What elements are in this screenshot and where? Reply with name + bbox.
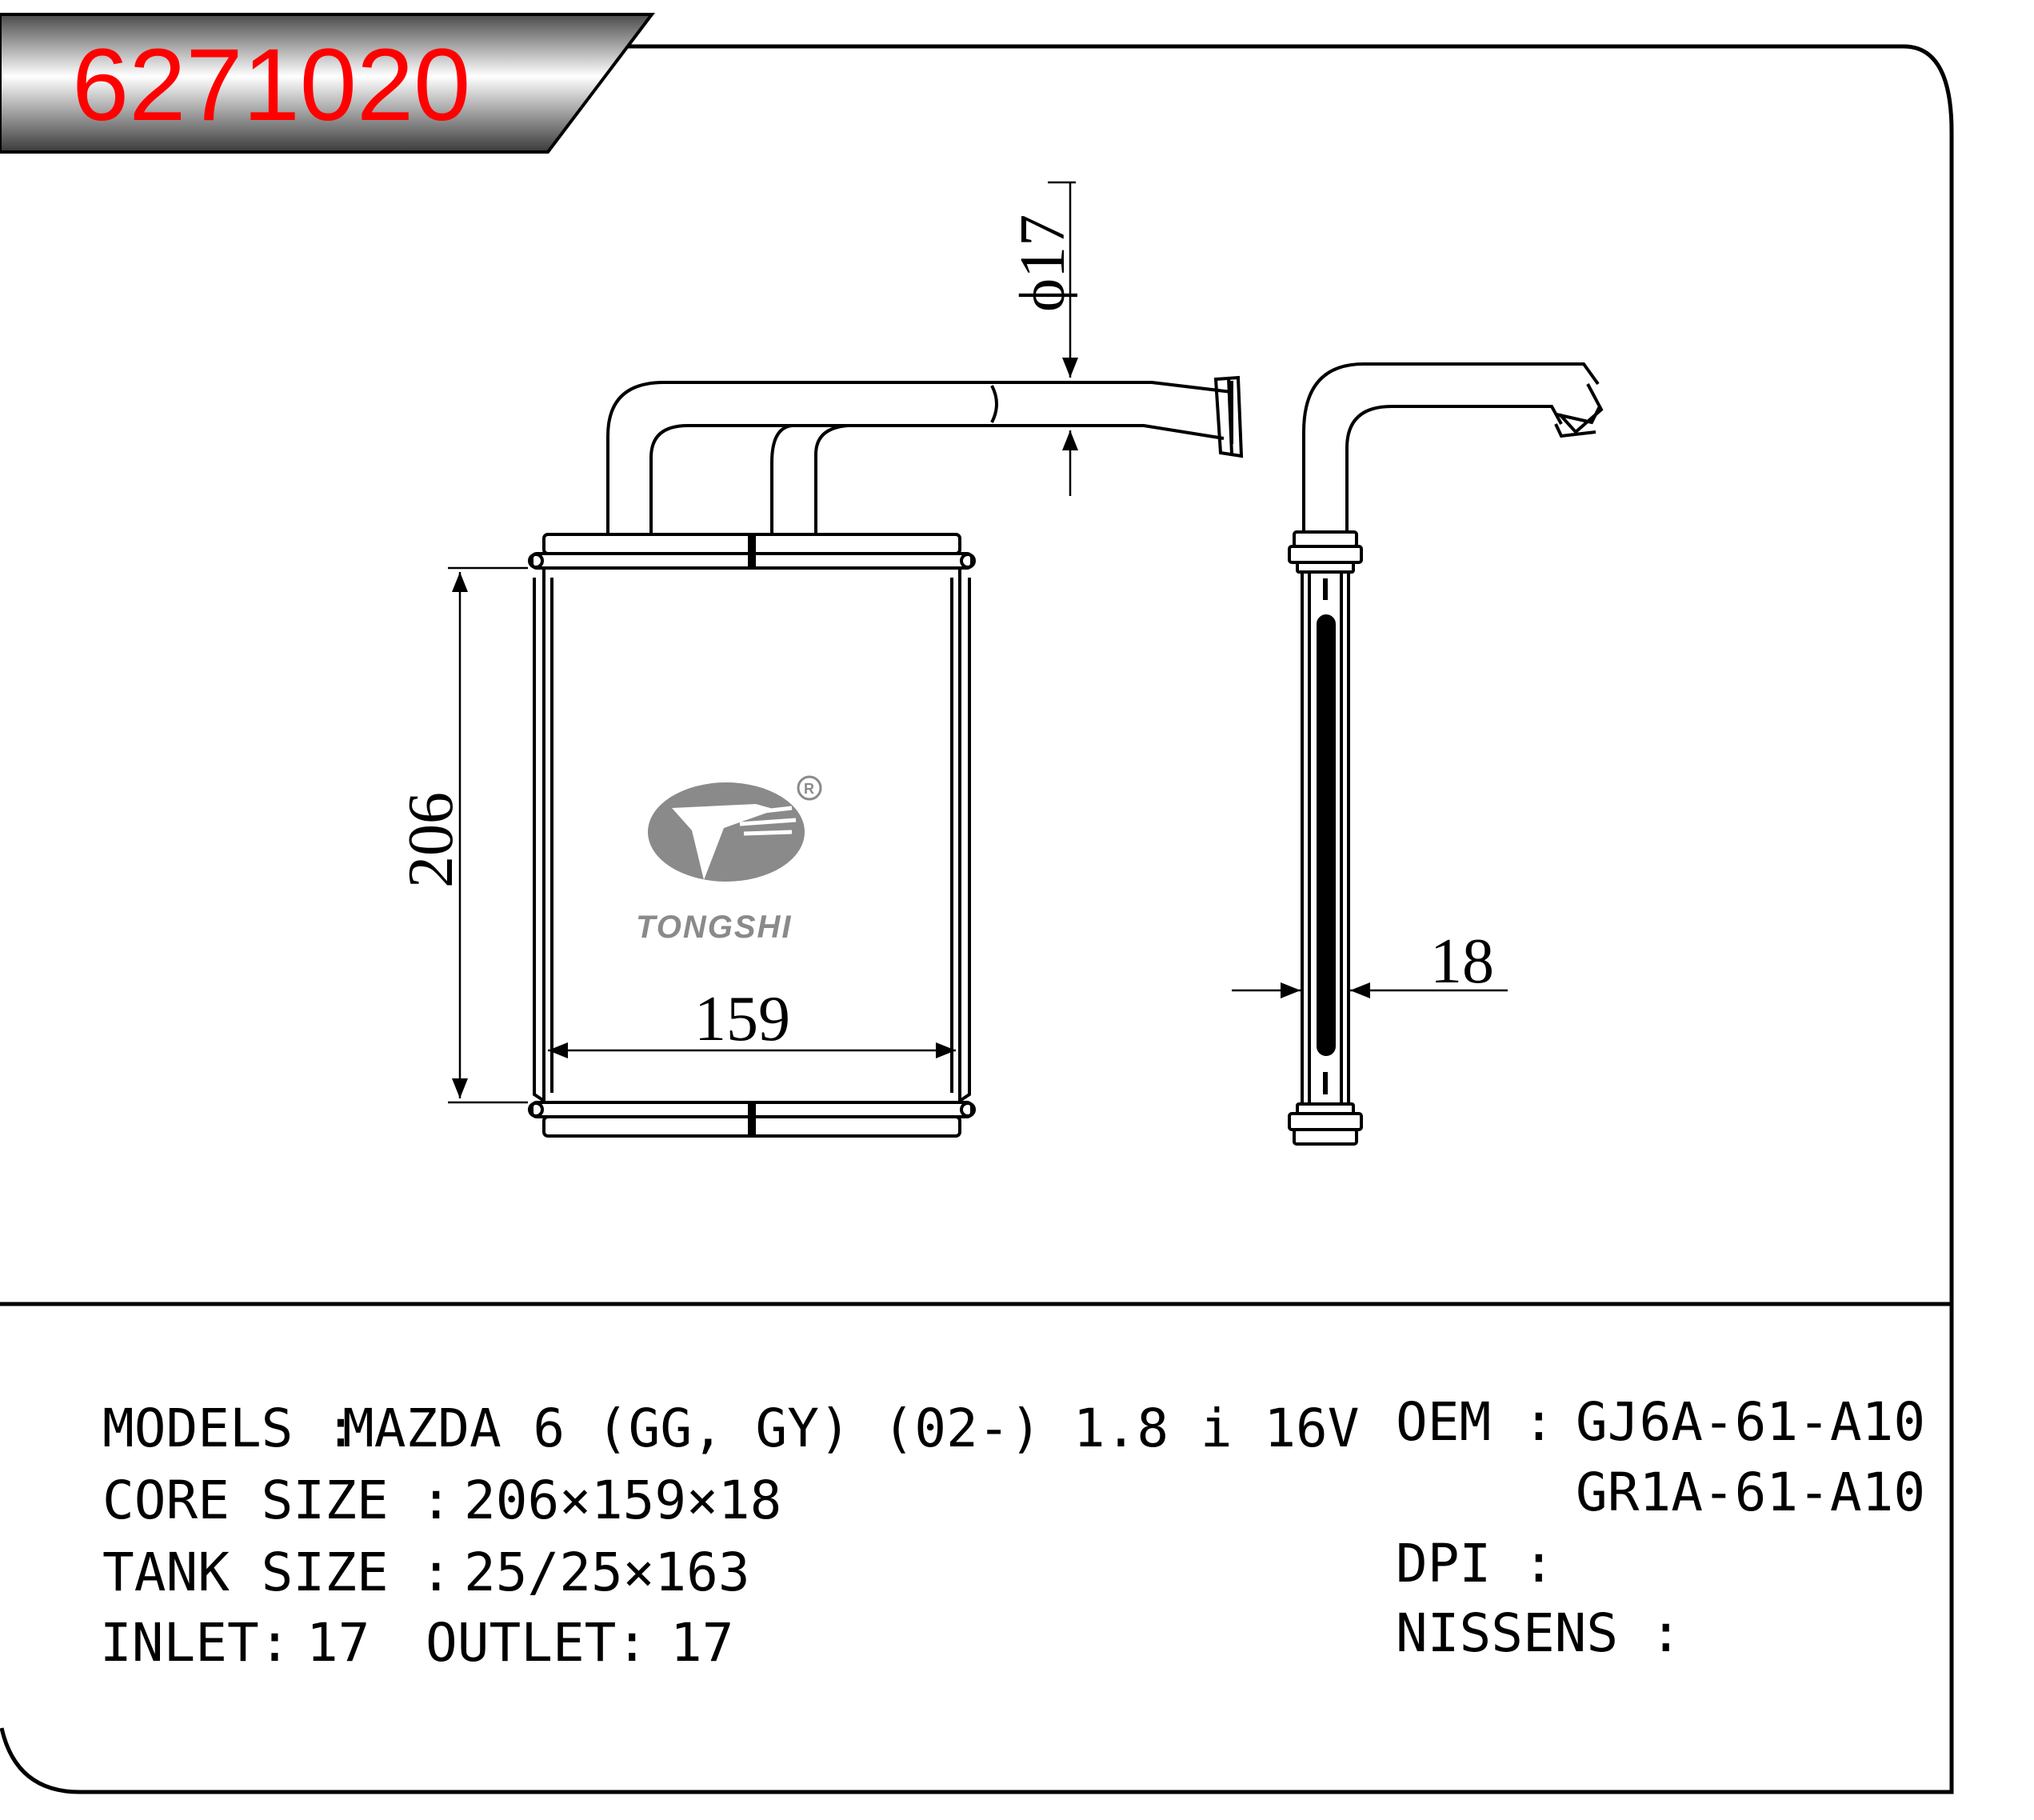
specifications: MODELS : MAZDA 6 (GG, GY) (02-) 1.8 i 16… — [100, 1391, 1925, 1674]
core-size-value: 206×159×18 — [464, 1470, 781, 1531]
drawing-frame — [0, 44, 1954, 1794]
oem-value-1: GJ6A-61-A10 — [1576, 1391, 1925, 1453]
diameter-label: ϕ17 — [1008, 214, 1078, 312]
thickness-label: 18 — [1430, 926, 1494, 997]
logo-brand-text: TONGSHI — [636, 910, 793, 945]
heater-core-side-view — [1288, 362, 1604, 1146]
tongshi-logo: R TONGSHI — [636, 775, 822, 945]
oem-label: OEM : — [1396, 1391, 1555, 1453]
outlet-label: OUTLET: — [426, 1612, 648, 1674]
width-label: 159 — [694, 984, 790, 1054]
part-number-banner: 6271020 — [0, 13, 656, 154]
core-size-label: CORE SIZE : — [102, 1470, 452, 1531]
tank-size-value: 25/25×163 — [464, 1542, 750, 1603]
models-value: MAZDA 6 (GG, GY) (02-) 1.8 i 16V — [342, 1398, 1360, 1459]
nissens-label: NISSENS : — [1396, 1602, 1682, 1664]
heater-core-front-view — [528, 375, 1244, 1138]
dpi-label: DPI : — [1396, 1533, 1555, 1594]
registered-mark: R — [804, 781, 814, 797]
outlet-value: 17 — [670, 1612, 733, 1674]
tank-size-label: TANK SIZE : — [102, 1542, 452, 1603]
pipe-assembly — [606, 375, 1244, 534]
core-body — [542, 566, 961, 1104]
dimension-lines — [448, 181, 1508, 1104]
part-number: 6271020 — [72, 28, 470, 142]
oem-value-2: GR1A-61-A10 — [1576, 1462, 1925, 1523]
models-label: MODELS : — [102, 1398, 357, 1459]
height-label: 206 — [396, 792, 466, 888]
registered-icon — [797, 775, 822, 801]
inlet-label: INLET: — [100, 1612, 290, 1674]
inlet-value: 17 — [306, 1612, 370, 1674]
